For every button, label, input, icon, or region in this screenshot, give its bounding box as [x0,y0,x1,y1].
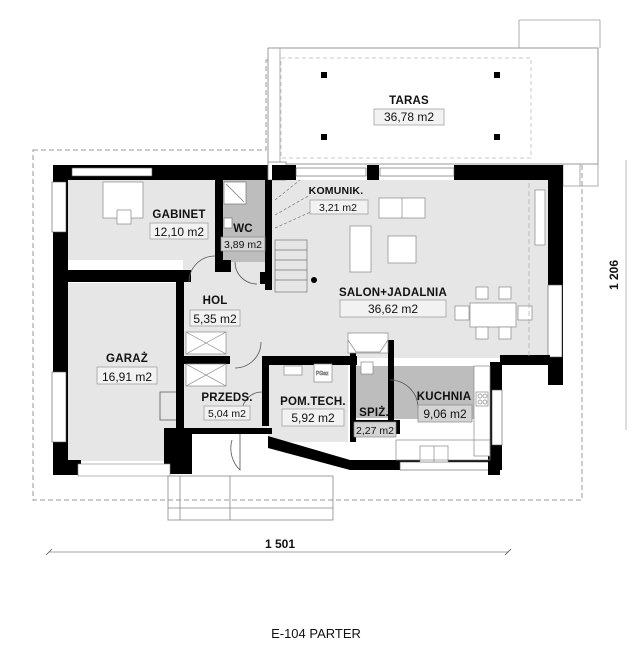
walls [51,161,563,475]
dining-table [469,302,517,328]
room-area: 5,92 m2 [291,411,335,425]
room-gabinet: GABINET 12,10 m2 [149,209,209,240]
room-name: KUCHNIA [417,391,471,403]
room-przeds: PRZEDS. 5,04 m2 [201,392,252,421]
boiler-label: PGaz [316,371,329,377]
chimney [360,361,374,375]
column-marker [321,72,327,78]
room-salon-jadalnia: SALON+JADALNIA 36,62 m2 [339,287,447,318]
room-hol: HOL 5,35 m2 [189,295,241,327]
tv-cabinet [534,189,546,246]
room-area: 9,06 m2 [423,407,467,421]
room-name: HOL [203,295,228,307]
room-area: 12,10 m2 [154,225,204,239]
room-area: 3,21 m2 [319,202,357,214]
sink [283,365,303,376]
column-marker [321,134,327,140]
room-area: 5,35 m2 [193,312,237,326]
doors [159,255,419,471]
plan-caption: E-104 PARTER [271,626,361,641]
fireplace [347,332,389,354]
room-name: TARAS [389,95,429,107]
height-dimension-label: 1 206 [607,260,621,290]
entrance-porch [167,475,334,521]
coffee-table [387,235,417,264]
room-area: 36,62 m2 [368,302,418,316]
desk [102,181,144,225]
wardrobes [185,331,227,387]
column-marker [494,72,500,78]
tech-room-fixtures: PGaz [283,361,374,383]
garage-door [77,463,171,477]
room-area: 3,89 m2 [224,239,262,251]
room-name: KOMUNIK. [309,185,364,197]
room-name: WC [233,223,253,235]
room-pom-tech: POM.TECH. 5,92 m2 [280,396,346,427]
room-area: 5,04 m2 [208,408,246,420]
room-komunik: KOMUNIK. 3,21 m2 [309,185,369,215]
width-dimension-label: 1 501 [265,537,295,551]
dimension-width: 1 501 [45,537,512,556]
room-name: SALON+JADALNIA [339,287,447,299]
room-name: SPIŻ. [359,406,389,419]
column-marker [494,134,500,140]
armchair [349,225,372,273]
room-taras: TARAS 36,78 m2 [373,95,445,126]
wc-fixtures [223,181,247,229]
room-area: 36,78 m2 [384,110,434,124]
salon-furniture [347,189,546,354]
room-name: GARAŻ [106,352,148,365]
dimension-height: 1 206 [607,160,627,430]
gas-boiler [313,363,333,383]
room-name: PRZEDS. [201,392,252,404]
room-name: POM.TECH. [280,396,346,408]
room-kuchnia: KUCHNIA 9,06 m2 [417,391,473,423]
stairs [274,179,317,293]
room-name: GABINET [152,209,205,221]
kitchen-fixtures [395,365,491,463]
room-area: 16,91 m2 [102,370,152,384]
room-area: 2,27 m2 [356,425,394,437]
room-wc: WC 3,89 m2 [220,223,266,252]
room-garaz: GARAŻ 16,91 m2 [96,352,158,385]
terrace [267,19,601,187]
room-spiz: SPIŻ. 2,27 m2 [353,406,397,438]
